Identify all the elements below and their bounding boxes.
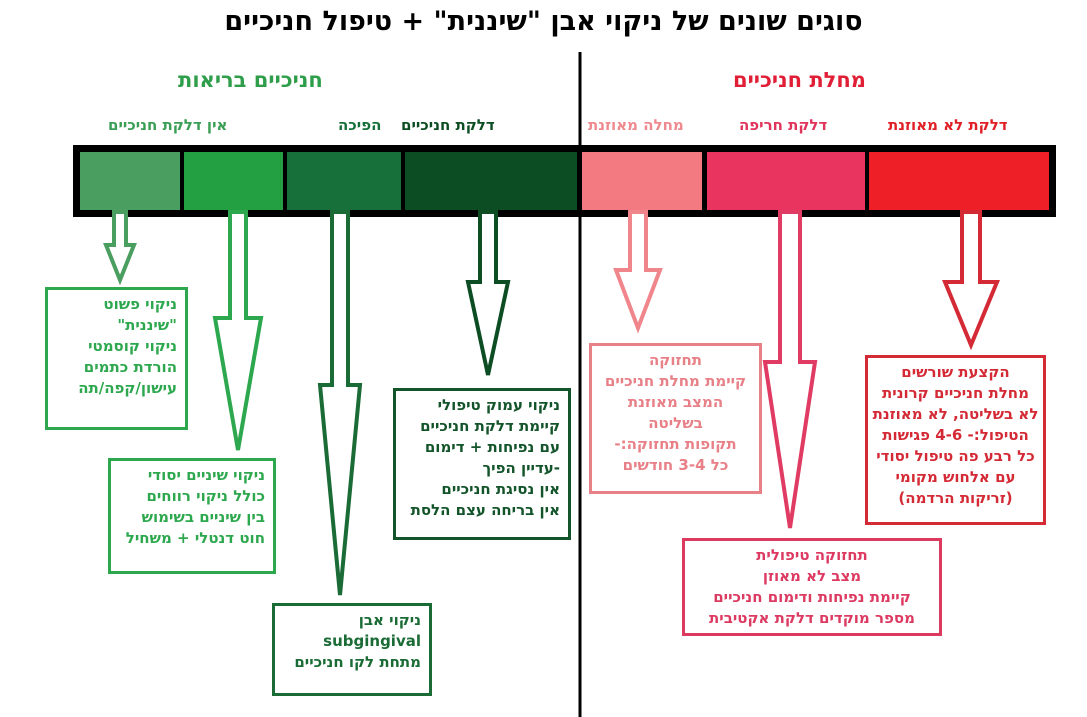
segment-label-unbalanced-inflammation: דלקת לא מאוזנת: [888, 116, 1008, 134]
box-line: subgingival: [323, 632, 421, 650]
box-subgingival: ניקוי אבן subgingival מתחת לקו חניכיים: [272, 603, 432, 696]
box-line: עם נפיחות + דימום: [424, 438, 560, 456]
segment-acute-inflammation: [707, 152, 865, 210]
segment-reversible: [287, 152, 401, 210]
box-line: הטיפול:- 4-6 פגישות: [882, 426, 1029, 444]
box-line: בין שיניים בשימוש: [141, 508, 265, 526]
box-line: אין נסיגת חניכיים: [441, 480, 560, 498]
segment-label-gingivitis: דלקת חניכיים: [401, 116, 495, 134]
box-line: ניקוי קוסמטי: [88, 337, 177, 355]
segment-label-reversible: הפיכה: [338, 116, 382, 134]
box-line: -עדיין הפיך: [482, 459, 561, 477]
box-line: קיימת מחלת חניכיים: [604, 372, 747, 390]
segment-no-inflammation: [184, 152, 283, 210]
box-line: ניקוי שיניים יסודי: [147, 466, 265, 484]
arrow-maintenance-icon: [613, 210, 663, 334]
box-line: בשליטה: [648, 414, 703, 432]
box-line: כל רבע פה טיפול יסודי: [876, 447, 1035, 465]
box-line: הורדת כתמים: [83, 358, 177, 376]
box-simple-cleaning: ניקוי פשוט "שיננית" ניקוי קוסמטי הורדת כ…: [45, 287, 188, 430]
box-line: ניקוי אבן: [358, 611, 421, 629]
box-line: חוט דנטלי + משחיל: [125, 529, 265, 547]
box-line: לא בשליטה, לא מאוזנת: [872, 405, 1039, 423]
box-line: תקופות תחזוקה:-: [614, 435, 737, 453]
box-maintenance: תחזוקה קיימת מחלת חניכיים המצב מאוזנת בש…: [589, 343, 762, 494]
arrow-therapeutic-icon: [762, 210, 818, 529]
box-line: כולל ניקוי רווחים: [146, 487, 265, 505]
box-line: מתחת לקו חניכיים: [294, 653, 421, 671]
box-line: תחזוקה: [648, 351, 703, 369]
box-therapeutic-maintenance: תחזוקה טיפולית מצב לא מאוזן קיימת נפיחות…: [682, 538, 942, 636]
box-line: הקצעת שורשים: [901, 363, 1010, 381]
box-line: עישון/קפה/תה: [78, 379, 177, 397]
box-line: מצב לא מאוזן: [762, 567, 862, 585]
arrow-deep-icon: [465, 210, 511, 376]
arrow-basic-icon: [212, 210, 264, 451]
gum-disease-title: מחלת חניכיים: [733, 68, 866, 92]
box-deep-cleaning: ניקוי עמוק טיפולי קיימת דלקת חניכיים עם …: [393, 388, 571, 540]
segment-balanced-disease: [582, 152, 702, 210]
segment-gingivitis: [405, 152, 577, 210]
segment-label-no-inflammation: אין דלקת חניכיים: [108, 116, 228, 134]
box-line: כל 3-4 חודשים: [622, 456, 729, 474]
arrow-rootplaning-icon: [942, 210, 1000, 351]
box-line: עם אלחוש מקומי: [895, 468, 1016, 486]
segment-unbalanced-inflammation: [869, 152, 1049, 210]
box-line: מחלת חניכיים קרונית: [882, 384, 1029, 402]
box-line: (זריקות הרדמה): [898, 489, 1013, 507]
segment-no-inflammation-light: [80, 152, 180, 210]
segment-label-balanced-disease: מחלה מאוזנת: [588, 116, 684, 134]
box-line: קיימת נפיחות ודימום חניכיים: [713, 588, 911, 606]
box-line: אין בריחה עצם הלסת: [410, 501, 560, 519]
box-line: ניקוי עמוק טיפולי: [437, 396, 560, 414]
box-line: מספר מוקדים דלקת אקטיבית: [709, 609, 915, 627]
box-root-planing: הקצעת שורשים מחלת חניכיים קרונית לא בשלי…: [865, 355, 1046, 525]
box-line: תחזוקה טיפולית: [756, 546, 868, 564]
arrow-simple-icon: [103, 210, 137, 286]
box-line: ניקוי פשוט: [103, 295, 177, 313]
box-line: קיימת דלקת חניכיים: [420, 417, 560, 435]
box-line: "שיננית": [117, 316, 177, 334]
arrow-subgingival-icon: [317, 210, 363, 596]
segment-label-acute-inflammation: דלקת חריפה: [739, 116, 828, 134]
box-basic-cleaning: ניקוי שיניים יסודי כולל ניקוי רווחים בין…: [108, 458, 276, 574]
box-line: המצב מאוזנת: [627, 393, 724, 411]
page-title: סוגים שונים של ניקוי אבן "שיננית" + טיפו…: [224, 6, 863, 37]
healthy-gums-title: חניכיים בריאות: [178, 68, 323, 92]
